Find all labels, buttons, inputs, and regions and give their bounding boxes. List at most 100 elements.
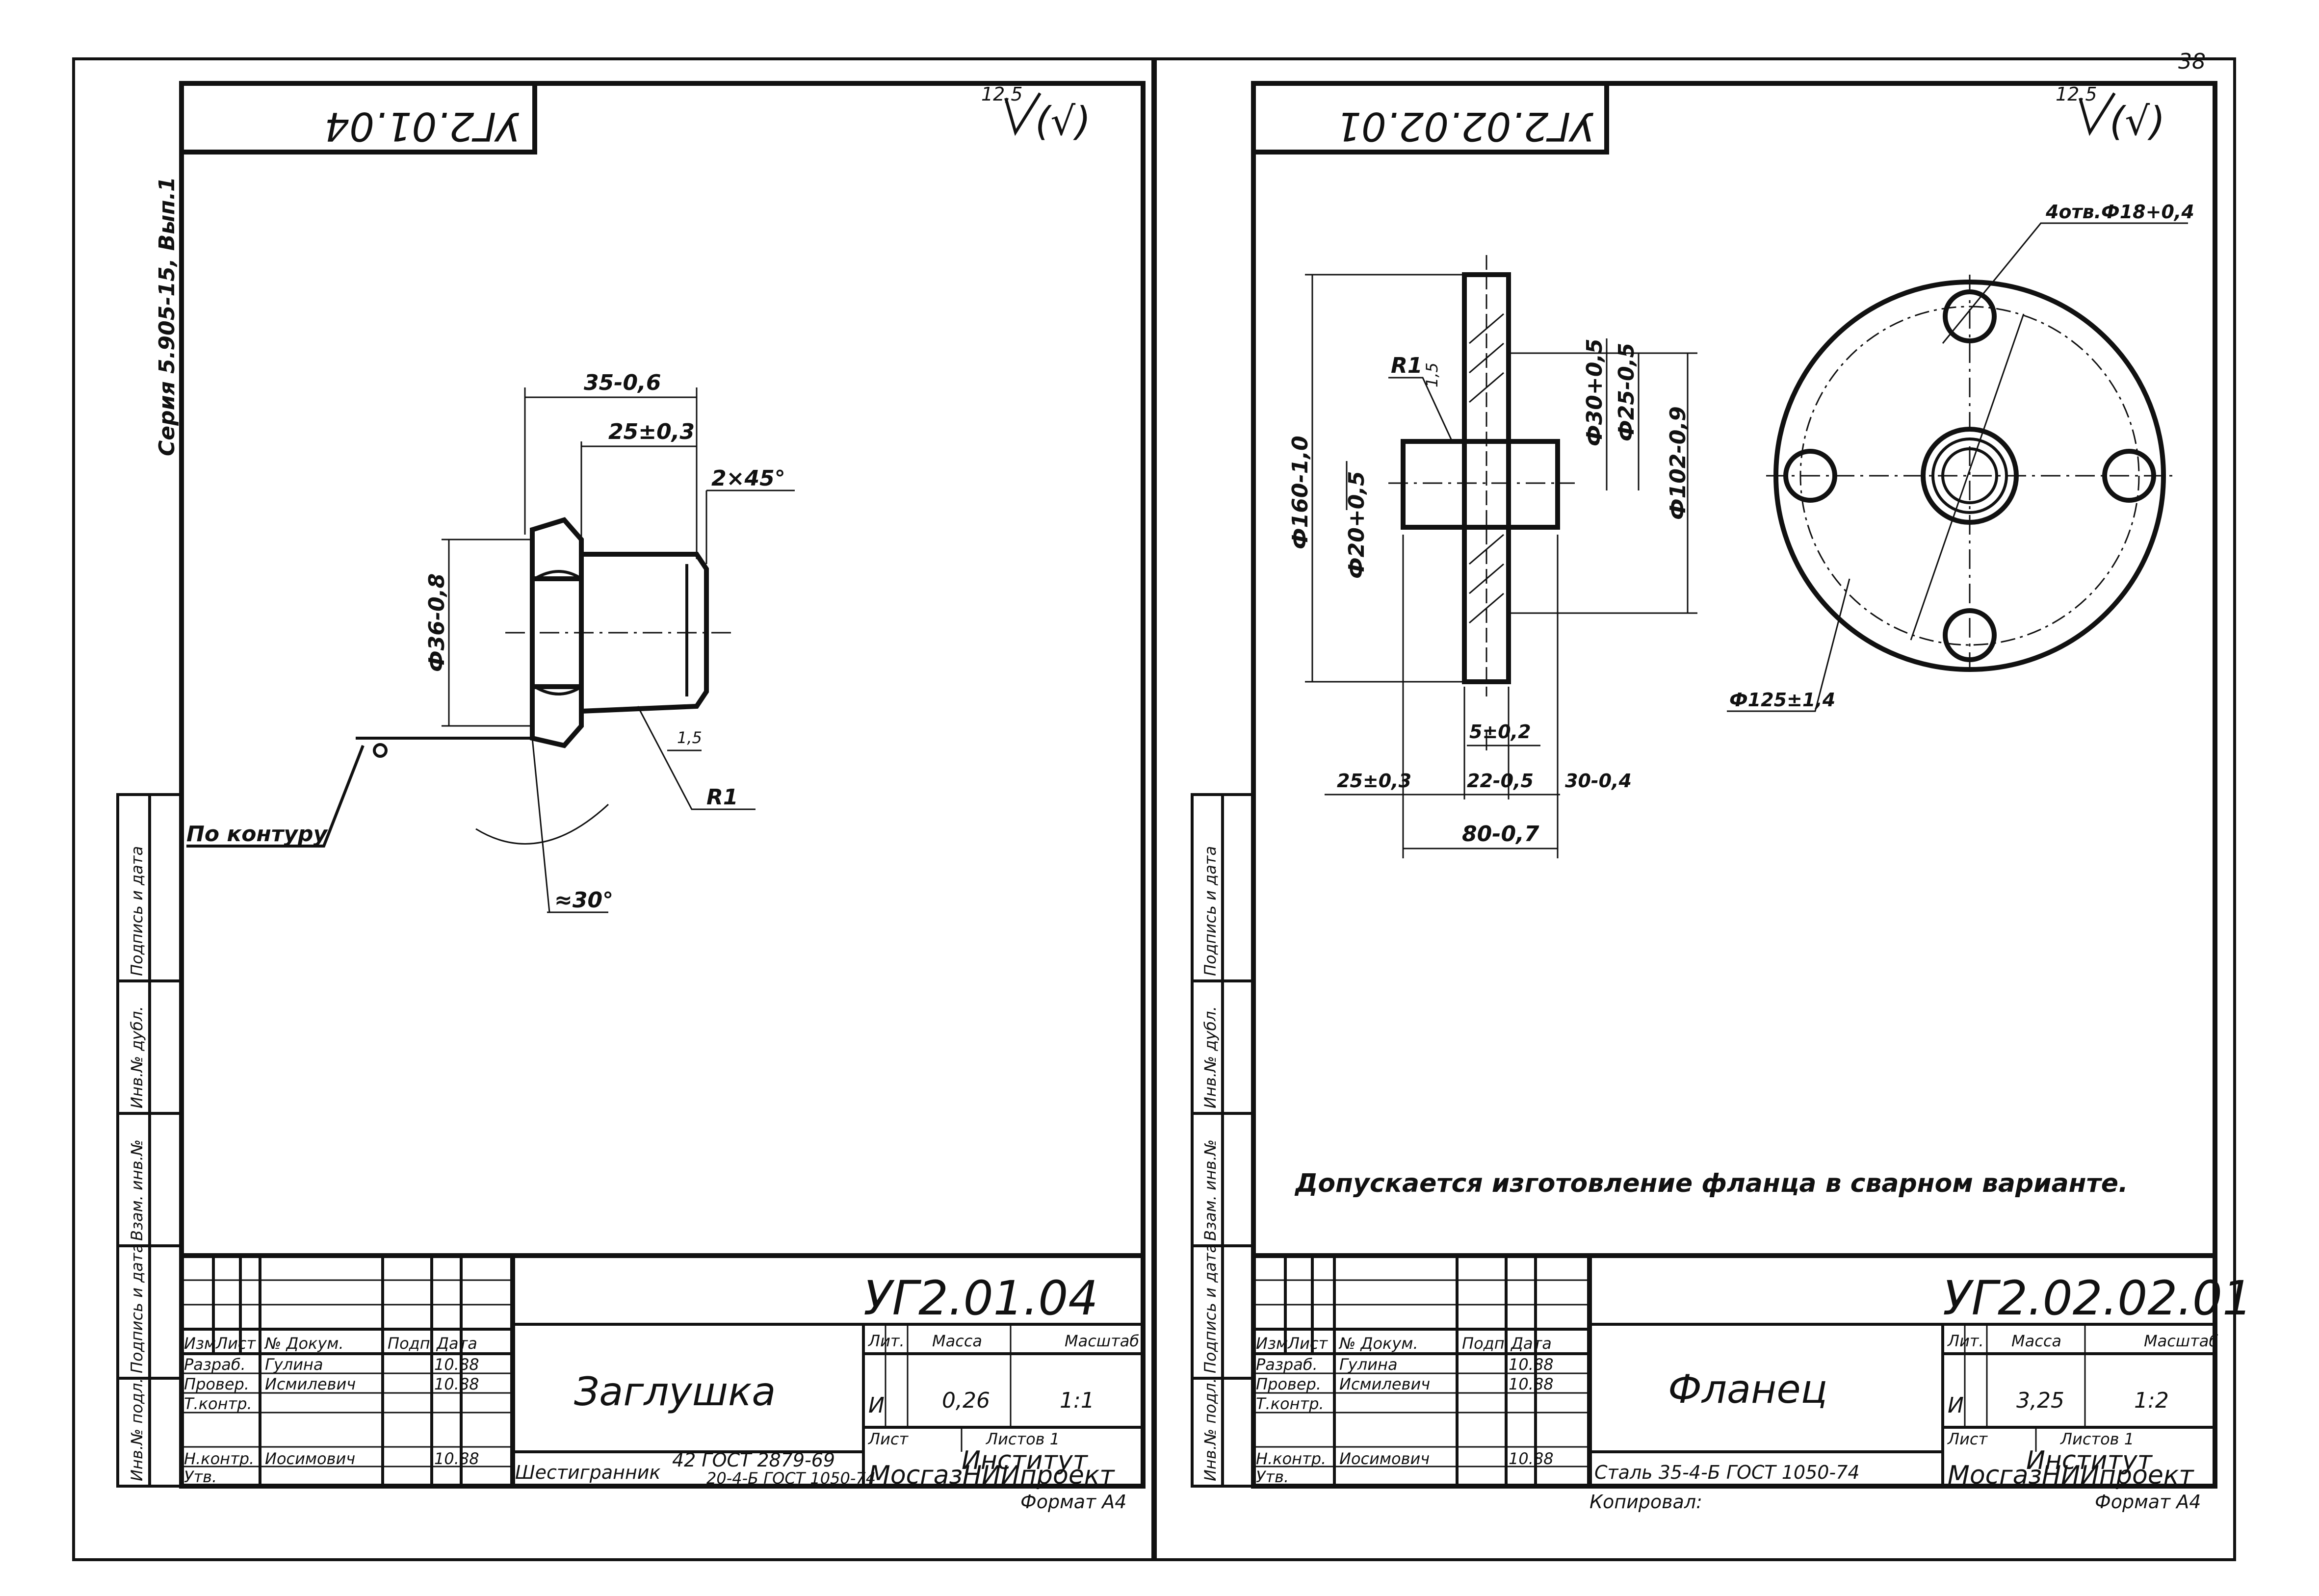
- svg-text:Н.контр.: Н.контр.: [184, 1449, 254, 1468]
- contour-label: По контуру: [186, 822, 329, 847]
- dim-30: Ф30+0,5: [1582, 338, 1607, 446]
- dim-25b: 25±0,3: [1337, 770, 1411, 792]
- left-code-top: УГ2.01.04: [324, 103, 520, 149]
- svg-text:Провер.: Провер.: [1256, 1375, 1321, 1393]
- left-title-block: Изм Лист № Докум. Подп. Дата Разраб. Про…: [179, 1253, 1146, 1490]
- right-roughness-sign: 12,5 (√): [2056, 83, 2165, 144]
- svg-text:Масштаб: Масштаб: [2144, 1332, 2218, 1350]
- svg-text:Дата: Дата: [436, 1334, 477, 1353]
- left-side-label-3: Взам. инв.№: [128, 1139, 146, 1241]
- right-side-label-5: Подпись и дата: [1201, 846, 1220, 976]
- svg-text:Лист: Лист: [868, 1430, 909, 1448]
- svg-text:(√): (√): [1035, 99, 1091, 144]
- left-side-label-1: Инв.№ подл.: [128, 1378, 146, 1481]
- right-scale: 1:2: [2134, 1388, 2169, 1413]
- svg-text:12,5: 12,5: [2056, 83, 2097, 105]
- svg-text:10.88: 10.88: [434, 1375, 479, 1393]
- right-stamp-code: УГ2.02.02.01: [1943, 1271, 2252, 1326]
- svg-text:Изм: Изм: [184, 1334, 216, 1353]
- flange-r1: R1: [1391, 353, 1423, 378]
- svg-text:Т.контр.: Т.контр.: [1256, 1394, 1324, 1413]
- right-outer-frame: [1154, 57, 2236, 1561]
- left-format: Формат А4: [1020, 1491, 1126, 1513]
- svg-text:10.88: 10.88: [1509, 1375, 1554, 1393]
- svg-text:Иосимович: Иосимович: [1339, 1449, 1430, 1468]
- left-sheet: Инв.№ подл. Подпись и дата Взам. инв.№ И…: [72, 57, 1154, 1561]
- svg-text:Гулина: Гулина: [265, 1355, 323, 1374]
- flange-front-drawing: 4отв.Ф18+0,4 Ф125±1,4: [1727, 201, 2194, 712]
- right-side-label-4: Инв.№ дубл.: [1201, 1006, 1220, 1108]
- dim-20: Ф20+0,5: [1344, 471, 1369, 579]
- svg-text:№ Докум.: № Докум.: [264, 1334, 344, 1353]
- svg-text:Институт: Институт: [962, 1446, 1089, 1475]
- svg-text:10.88: 10.88: [1509, 1449, 1554, 1468]
- dim-5: 5±0,2: [1469, 721, 1531, 743]
- right-stamp-title: Фланец: [1668, 1366, 1827, 1412]
- flange-section-drawing: Ф160-1,0 Ф20+0,5 R1 1,5 Ф102-0,9 Ф30+0,5…: [1288, 255, 1697, 858]
- angle-label: ≈30°: [554, 888, 613, 913]
- svg-text:Исмилевич: Исмилевич: [1339, 1375, 1430, 1393]
- svg-text:Н.контр.: Н.контр.: [1256, 1449, 1326, 1468]
- dim-125: Ф125±1,4: [1729, 689, 1835, 711]
- svg-text:Дата: Дата: [1510, 1334, 1552, 1353]
- left-code-box: [179, 81, 537, 154]
- svg-text:Провер.: Провер.: [184, 1375, 249, 1393]
- left-side-label-2: Подпись и дата: [128, 1243, 146, 1373]
- left-scale: 1:1: [1060, 1388, 1094, 1413]
- svg-text:Листов 1: Листов 1: [986, 1430, 1060, 1448]
- svg-text:№ Докум.: № Докум.: [1338, 1334, 1418, 1353]
- series-label: Серия 5.905-15, Вып.1: [155, 177, 180, 456]
- svg-text:Масса: Масса: [2011, 1332, 2061, 1350]
- dim-102: Ф102-0,9: [1666, 406, 1691, 520]
- right-side-label-2: Подпись и дата: [1201, 1243, 1220, 1373]
- svg-text:И: И: [868, 1393, 885, 1418]
- dim-22: 22-0,5: [1467, 770, 1534, 792]
- svg-text:20-4-Б ГОСТ 1050-74: 20-4-Б ГОСТ 1050-74: [706, 1469, 876, 1488]
- svg-text:И: И: [1948, 1393, 1964, 1418]
- svg-text:Разраб.: Разраб.: [184, 1355, 246, 1374]
- svg-text:Институт: Институт: [2026, 1446, 2153, 1475]
- dim-dia36: Ф36-0,8: [424, 573, 449, 672]
- left-mass: 0,26: [942, 1388, 990, 1413]
- svg-text:МосгазНИИпроект: МосгазНИИпроект: [1948, 1461, 2194, 1490]
- r1-label: R1: [706, 785, 738, 810]
- svg-text:Подп.: Подп.: [388, 1334, 435, 1353]
- svg-text:1,5: 1,5: [677, 728, 702, 747]
- left-side-label-5: Подпись и дата: [128, 846, 146, 976]
- svg-text:Лист: Лист: [215, 1334, 256, 1353]
- right-title-block: Изм Лист № Докум. Подп. Дата Разраб. Про…: [1251, 1253, 2252, 1490]
- dim-25: Ф25-0,5: [1614, 343, 1639, 441]
- svg-text:(√): (√): [2110, 99, 2165, 144]
- left-roughness-sign: 12,5 (√): [981, 83, 1091, 144]
- svg-text:1,5: 1,5: [1423, 362, 1441, 387]
- svg-text:10.88: 10.88: [1509, 1355, 1554, 1374]
- dim-25: 25±0,3: [608, 419, 695, 444]
- svg-text:Гулина: Гулина: [1339, 1355, 1398, 1374]
- right-code-top: УГ2.02.02.01: [1336, 103, 1594, 149]
- svg-text:Разраб.: Разраб.: [1256, 1355, 1318, 1374]
- svg-text:Исмилевич: Исмилевич: [265, 1375, 356, 1393]
- dim-160: Ф160-1,0: [1288, 436, 1313, 549]
- right-sheet: Инв.№ подл. Подпись и дата Взам. инв.№ И…: [1154, 57, 2252, 1561]
- svg-text:10.88: 10.88: [434, 1355, 479, 1374]
- svg-text:Лит.: Лит.: [1947, 1332, 1984, 1350]
- svg-text:МосгазНИИпроект: МосгазНИИпроект: [868, 1461, 1115, 1490]
- page-number: 38: [2178, 49, 2206, 74]
- right-material: Сталь 35-4-Б ГОСТ 1050-74: [1594, 1462, 1860, 1483]
- svg-text:Листов 1: Листов 1: [2060, 1430, 2134, 1448]
- svg-text:Масса: Масса: [932, 1332, 982, 1350]
- dim-holes: 4отв.Ф18+0,4: [2045, 201, 2194, 223]
- left-side-label-4: Инв.№ дубл.: [128, 1006, 146, 1108]
- svg-text:Утв.: Утв.: [184, 1467, 217, 1486]
- dim-80: 80-0,7: [1462, 822, 1539, 847]
- svg-text:Масштаб: Масштаб: [1065, 1332, 1139, 1350]
- svg-text:Лит.: Лит.: [868, 1332, 905, 1350]
- right-mass: 3,25: [2016, 1388, 2064, 1413]
- right-side-label-1: Инв.№ подл.: [1201, 1378, 1220, 1481]
- svg-text:Изм: Изм: [1256, 1334, 1288, 1353]
- plug-drawing: 35-0,6 25±0,3 2×45° Ф36-0,8 По контуру ≈…: [186, 370, 795, 913]
- svg-text:10.88: 10.88: [434, 1449, 479, 1468]
- right-code-box: [1251, 81, 1609, 154]
